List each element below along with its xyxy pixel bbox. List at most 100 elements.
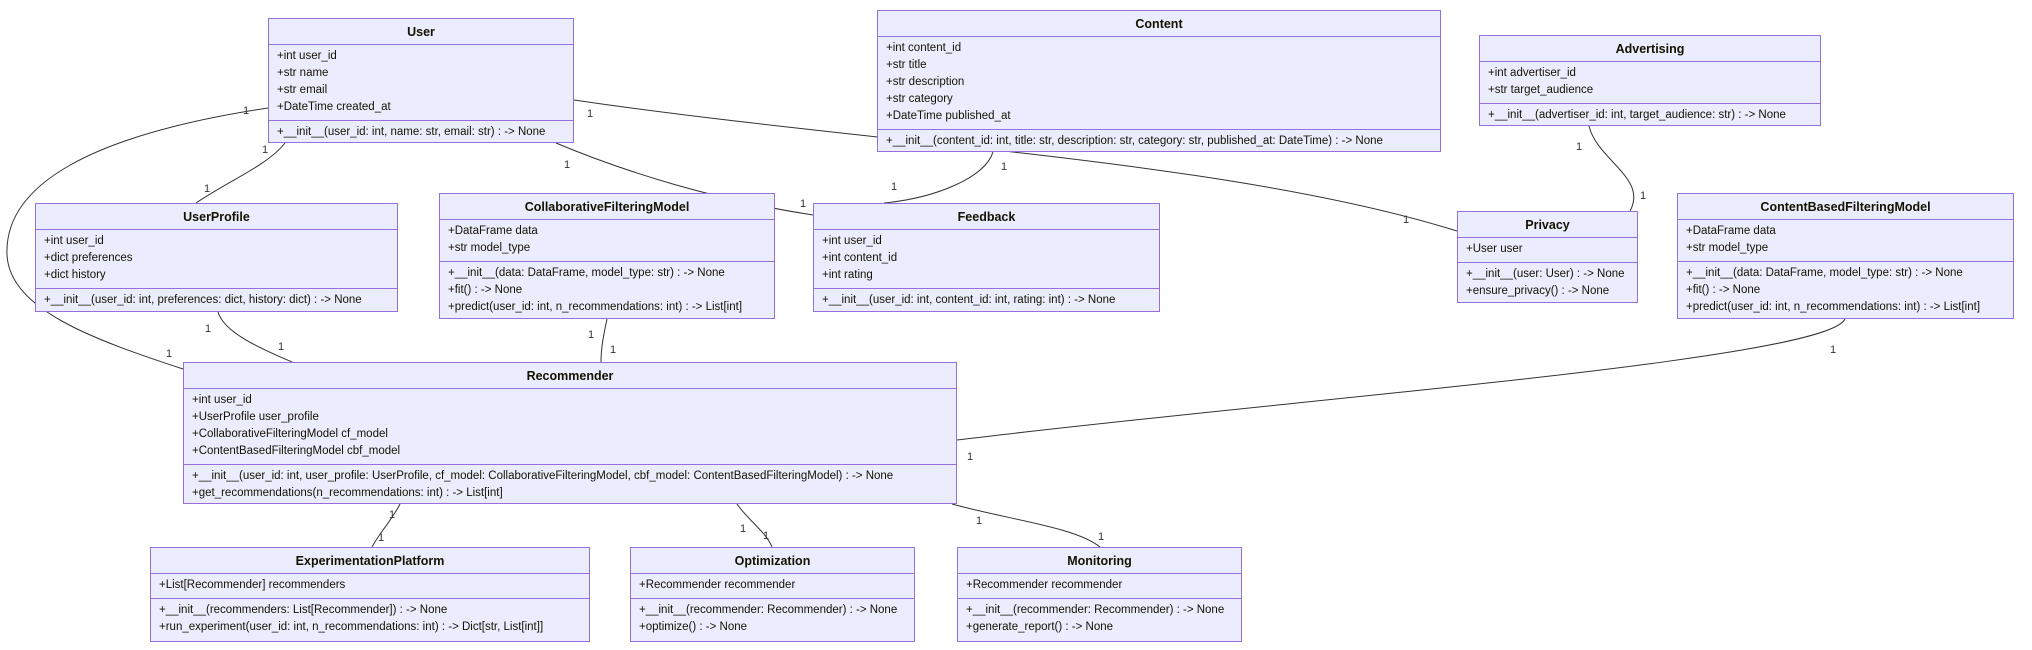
class-attribute: +DataFrame data <box>448 225 538 237</box>
class-method: +get_recommendations(n_recommendations: … <box>192 487 503 499</box>
class-box-privacy: Privacy+User user+__init__(user: User) :… <box>1457 211 1638 303</box>
multiplicity-label: 1 <box>1576 141 1582 153</box>
class-attribute: +str target_audience <box>1488 84 1594 96</box>
class-attributes-section: +Recommender recommender <box>631 574 914 599</box>
class-attribute: +str model_type <box>1686 242 1769 254</box>
class-attribute: +int content_id <box>822 252 898 264</box>
class-attribute: +str title <box>886 59 927 71</box>
class-title: Privacy <box>1458 212 1637 238</box>
class-attribute: +dict preferences <box>44 252 133 264</box>
class-methods-section: +__init__(user_id: int, preferences: dic… <box>36 289 397 313</box>
class-title: Feedback <box>814 204 1159 230</box>
multiplicity-label: 1 <box>587 108 593 120</box>
multiplicity-label: 1 <box>976 515 982 527</box>
multiplicity-label: 1 <box>243 105 249 117</box>
class-attribute: +List[Recommender] recommenders <box>159 579 346 591</box>
class-box-user-profile: UserProfile +int user_id +dict preferences… <box>35 203 398 312</box>
class-methods-section: +__init__(user_id: int, content_id: int,… <box>814 289 1159 313</box>
class-box-user: User+int user_id+str name+str email+Date… <box>268 18 574 143</box>
class-methods-section: +__init__(data: DataFrame, model_type: s… <box>440 262 774 320</box>
class-attribute: +int user_id <box>44 235 104 247</box>
edge-collaborative-filtering-model--recommender <box>600 318 608 363</box>
multiplicity-label: 1 <box>1830 344 1836 356</box>
class-methods-section: +__init__(user_id: int, name: str, email… <box>269 121 573 145</box>
edge-user--user-profile <box>195 142 286 204</box>
multiplicity-label: 1 <box>1098 531 1104 543</box>
class-method: +__init__(data: DataFrame, model_type: s… <box>448 267 725 279</box>
class-methods-section: +__init__(data: DataFrame, model_type: s… <box>1678 262 2013 320</box>
class-title: Recommender <box>184 363 956 389</box>
class-attribute: +int user_id <box>277 50 337 62</box>
class-title: Optimization <box>631 548 914 574</box>
class-attribute: +int user_id <box>192 394 252 406</box>
class-title: User <box>269 19 573 45</box>
multiplicity-label: 1 <box>891 181 897 193</box>
class-attribute: +str email <box>277 84 328 96</box>
class-attributes-section: +int user_id+dict preferences+dict histo… <box>36 230 397 289</box>
multiplicity-label: 1 <box>1403 214 1409 226</box>
class-methods-section: +__init__(content_id: int, title: str, d… <box>878 130 1440 154</box>
class-method: +__init__(user_id: int, content_id: int,… <box>822 294 1116 306</box>
edge-content-based-filtering-model--recommender <box>956 318 1846 441</box>
class-methods-section: +__init__(user: User) : -> None+ensure_p… <box>1458 263 1637 304</box>
class-attribute: +Recommender recommender <box>639 579 796 591</box>
class-method: +fit() : -> None <box>448 284 523 296</box>
class-attribute: +Recommender recommender <box>966 579 1123 591</box>
edge-recommender--optimization <box>736 503 773 548</box>
class-attribute: +str description <box>886 76 965 88</box>
class-attribute: +DateTime created_at <box>277 101 391 113</box>
multiplicity-label: 1 <box>1640 190 1646 202</box>
multiplicity-label: 1 <box>278 341 284 353</box>
class-attributes-section: +int user_id+str name+str email+DateTime… <box>269 45 573 121</box>
class-attributes-section: +DataFrame data+str model_type <box>1678 220 2013 262</box>
class-method: +__init__(advertiser_id: int, target_aud… <box>1488 109 1786 121</box>
class-box-content: Content +int content_id +str title +str des… <box>877 10 1441 152</box>
class-attributes-section: +Recommender recommender <box>958 574 1241 599</box>
class-title: CollaborativeFilteringModel <box>440 194 774 220</box>
class-box-optimization: Optimization +Recommender recommender +__i… <box>630 547 915 642</box>
class-title: UserProfile <box>36 204 397 230</box>
class-method: +fit() : -> None <box>1686 284 1761 296</box>
class-box-feedback: Feedback+int user_id+int content_id+int … <box>813 203 1160 312</box>
class-box-content-based-filtering-model: ContentBasedFilteringModel+DataFrame dat… <box>1677 193 2014 319</box>
class-methods-section: +__init__(recommender: Recommender) : ->… <box>631 599 914 640</box>
multiplicity-label: 1 <box>204 183 210 195</box>
class-method: +__init__(user_id: int, name: str, email… <box>277 126 546 138</box>
class-attribute: +int user_id <box>822 235 882 247</box>
class-attribute: +DateTime published_at <box>886 110 1011 122</box>
edge-user--privacy <box>573 99 1458 232</box>
multiplicity-label: 1 <box>262 144 268 156</box>
class-methods-section: +__init__(user_id: int, user_profile: Us… <box>184 465 956 506</box>
class-box-recommender: Recommender +int user_id +UserProfile user… <box>183 362 957 504</box>
class-attribute: +int rating <box>822 269 873 281</box>
multiplicity-label: 1 <box>610 344 616 356</box>
class-attributes-section: +int user_id +int content_id +int rating <box>814 230 1159 289</box>
multiplicity-label: 1 <box>588 329 594 341</box>
class-attribute: +str model_type <box>448 242 531 254</box>
multiplicity-label: 1 <box>1001 161 1007 173</box>
class-attributes-section: +int user_id +UserProfile user_profile +Co… <box>184 389 956 465</box>
class-attribute: +ContentBasedFilteringModel cbf_model <box>192 445 401 457</box>
edge-recommender--experimentation-platform <box>371 503 401 548</box>
class-attributes-section: +int advertiser_id+str target_audience <box>1480 62 1820 104</box>
multiplicity-label: 1 <box>389 509 395 521</box>
multiplicity-label: 1 <box>967 451 973 463</box>
class-attribute: +int content_id <box>886 42 962 54</box>
class-attribute: +UserProfile user_profile <box>192 411 319 423</box>
class-method: +optimize() : -> None <box>639 621 748 633</box>
class-methods-section: +__init__(recommenders: List[Recommender… <box>151 599 589 640</box>
class-attribute: +str category <box>886 93 953 105</box>
class-attributes-section: +List[Recommender] recommenders <box>151 574 589 599</box>
class-method: +__init__(user_id: int, user_profile: Us… <box>192 470 894 482</box>
class-method: +__init__(data: DataFrame, model_type: s… <box>1686 267 1963 279</box>
class-box-monitoring: Monitoring+Recommender recommender+__ini… <box>957 547 1242 642</box>
class-box-advertising: Advertising+int advertiser_id+str target… <box>1479 35 1821 126</box>
class-title: ContentBasedFilteringModel <box>1678 194 2013 220</box>
edge-advertising--privacy <box>1588 125 1635 212</box>
class-title: ExperimentationPlatform <box>151 548 589 574</box>
class-title: Content <box>878 11 1440 37</box>
class-attributes-section: +DataFrame data +str model_type <box>440 220 774 262</box>
